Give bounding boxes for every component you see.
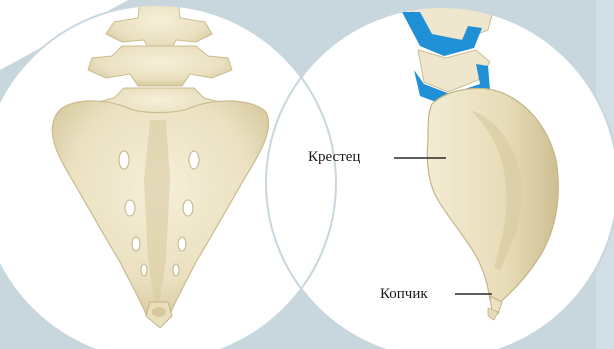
- label-coccyx: Копчик: [380, 287, 428, 302]
- label-sacrum: Крестец: [308, 150, 360, 165]
